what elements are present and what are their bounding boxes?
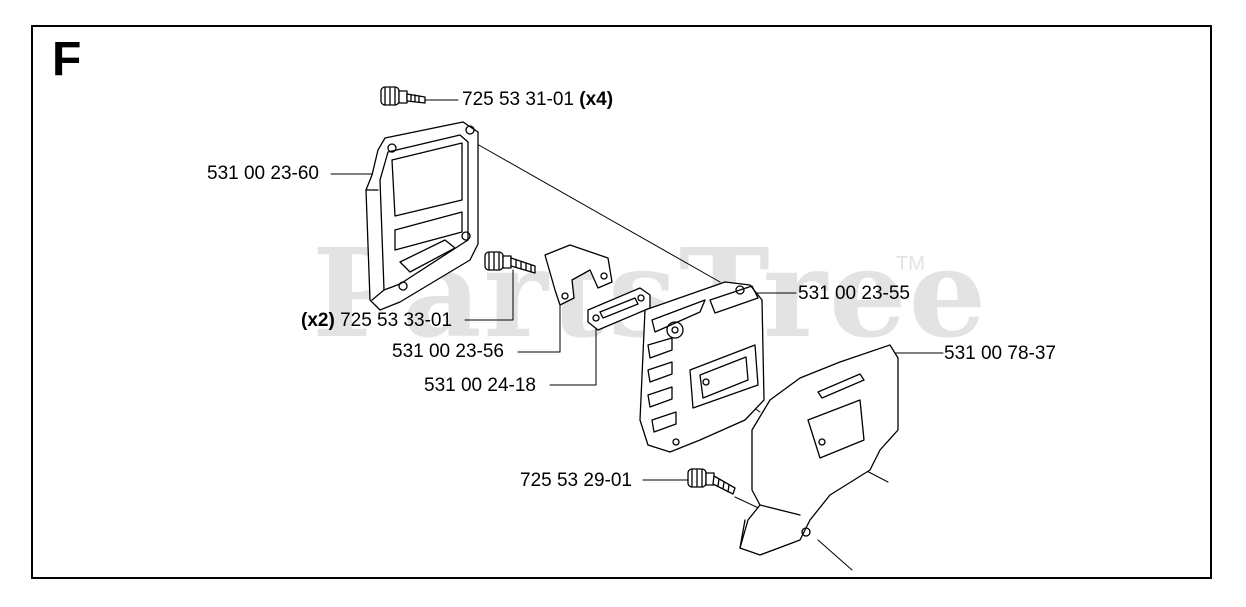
part-number: 531 00 24-18	[424, 375, 536, 396]
muffler-body-part	[639, 281, 765, 453]
part-label-725-53-33-01[interactable]: (x2) 725 53 33-01	[301, 311, 452, 330]
part-number: 531 00 23-55	[798, 283, 910, 304]
part-number: 725 53 31-01	[462, 89, 574, 110]
bolt-icon-middle	[484, 251, 536, 274]
part-quantity: (x4)	[579, 89, 614, 110]
part-label-531-00-24-18[interactable]: 531 00 24-18	[424, 376, 536, 395]
watermark-trademark: TM	[896, 253, 925, 275]
part-number: 531 00 78-37	[944, 343, 1056, 364]
part-quantity: (x2)	[301, 310, 335, 331]
bolt-icon-bottom	[687, 468, 736, 495]
section-letter: F	[52, 33, 82, 86]
part-label-531-00-23-56[interactable]: 531 00 23-56	[392, 342, 504, 361]
diagram-frame	[31, 25, 1212, 579]
part-label-531-00-23-55[interactable]: 531 00 23-55	[798, 284, 910, 303]
bracket-part	[544, 244, 613, 306]
gasket-part	[587, 287, 651, 331]
bolt-icon-top	[380, 86, 426, 106]
part-number: 531 00 23-56	[392, 341, 504, 362]
muffler-cover-part	[365, 121, 479, 311]
part-number: 531 00 23-60	[207, 163, 319, 184]
part-label-725-53-31-01[interactable]: 725 53 31-01 (x4)	[462, 90, 613, 109]
part-number: 725 53 29-01	[520, 470, 632, 491]
part-label-531-00-23-60[interactable]: 531 00 23-60	[207, 164, 319, 183]
part-label-725-53-29-01[interactable]: 725 53 29-01	[520, 471, 632, 490]
heat-shield-part	[739, 344, 899, 556]
part-label-531-00-78-37[interactable]: 531 00 78-37	[944, 344, 1056, 363]
part-number: 725 53 33-01	[340, 310, 453, 331]
